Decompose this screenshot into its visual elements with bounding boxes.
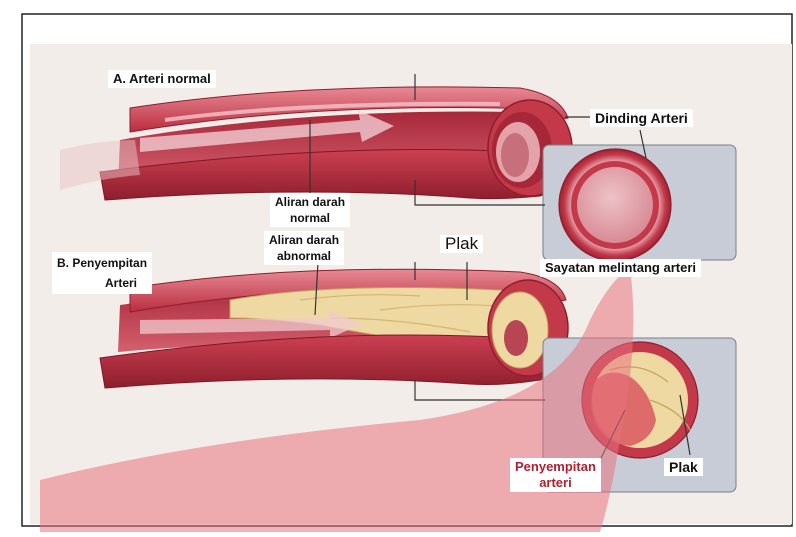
plaque-cross-label: Plak [664,458,703,476]
section-b-title-line2: Arteri [57,273,147,293]
normal-flow-line2: normal [275,210,345,226]
narrowing-line1: Penyempitan [515,459,596,475]
abnormal-flow-line1: Aliran darah [269,232,339,248]
normal-flow-label: Aliran darah normal [270,193,350,227]
section-b-title-line1: B. Penyempitan [57,253,147,273]
abnormal-flow-label: Aliran darah abnormal [264,231,344,265]
normal-flow-line1: Aliran darah [275,194,345,210]
narrowing-label: Penyempitan arteri [510,458,601,492]
wall-label: Dinding Arteri [590,109,693,127]
section-b-title: B. Penyempitan Arteri [52,252,152,294]
plaque-label: Plak [440,235,483,253]
artery-narrowed [100,269,568,388]
cross-section-label: Sayatan melintang arteri [540,259,701,277]
narrowing-line2: arteri [515,475,596,491]
abnormal-flow-line2: abnormal [269,248,339,264]
section-a-title: A. Arteri normal [108,70,216,88]
cross-section-normal-panel [543,145,736,261]
